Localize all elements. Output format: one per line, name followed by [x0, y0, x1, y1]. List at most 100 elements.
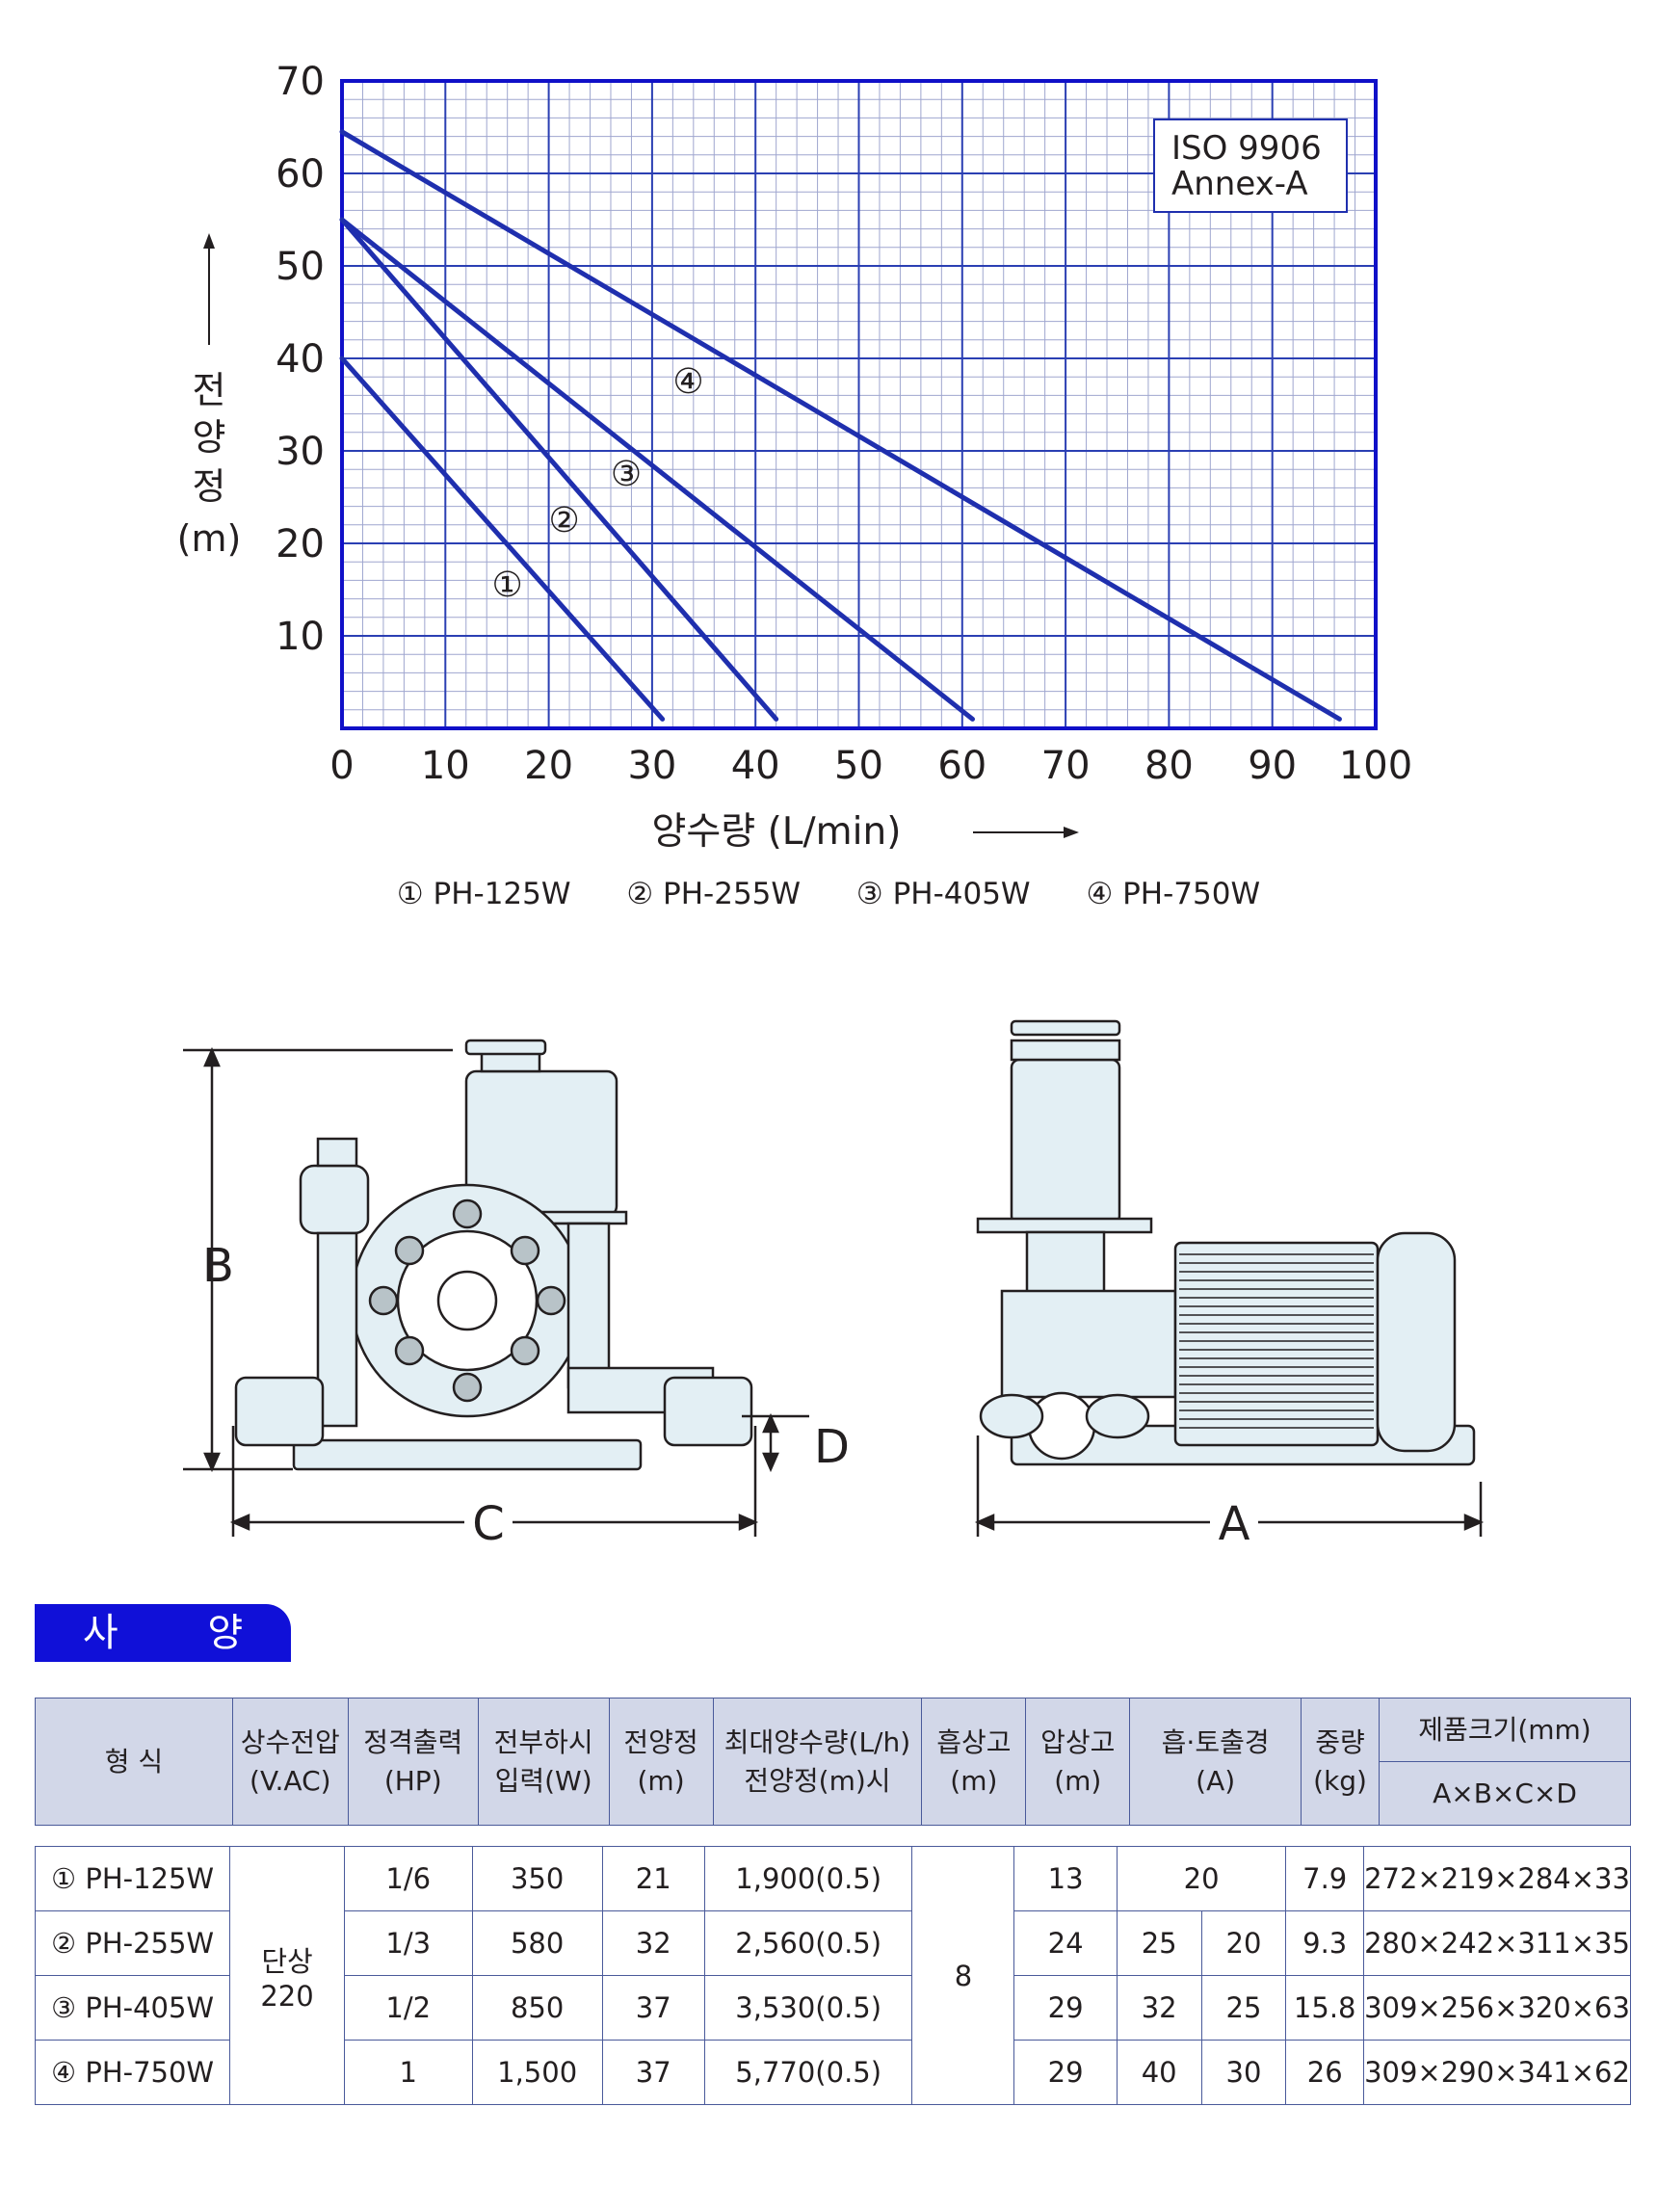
- cell-suction: 8: [911, 1846, 1015, 2105]
- cell-hp: 1/6: [343, 1846, 473, 1911]
- cell-pressure: 13: [1013, 1846, 1118, 1911]
- series-marker-label: ④: [672, 362, 703, 402]
- cell-port-in: 40: [1116, 2040, 1202, 2105]
- header-suction: 흡상고(m): [921, 1698, 1027, 1826]
- cell-size: 309×290×341×62: [1363, 2040, 1631, 2105]
- table-row: ③ PH-405W 1/2 850 37 3,530(0.5) 29 32 25…: [34, 1975, 1631, 2041]
- cell-size: 309×256×320×63: [1363, 1975, 1631, 2041]
- dimension-drawings: B C D A: [183, 1019, 1485, 1551]
- cell-head: 37: [601, 2040, 705, 2105]
- cell-model: ③ PH-405W: [34, 1975, 231, 2041]
- front-view-drawing: [234, 1039, 753, 1471]
- cell-port-in: 25: [1116, 1910, 1202, 1976]
- header-size: 제품크기(mm): [1379, 1698, 1631, 1762]
- cell-flow: 2,560(0.5): [703, 1910, 913, 1976]
- dim-label-d: D: [814, 1420, 850, 1474]
- y-tick-label: 10: [276, 615, 325, 659]
- cell-weight: 15.8: [1285, 1975, 1365, 2041]
- legend-item: ① PH-125W: [396, 877, 571, 911]
- y-tick-label: 70: [276, 60, 325, 104]
- cell-hp: 1/2: [343, 1975, 473, 2041]
- x-tick-label: 90: [1248, 744, 1297, 788]
- motor-fins: [1179, 1253, 1374, 1429]
- table-row: ② PH-255W 1/3 580 32 2,560(0.5) 24 25 20…: [34, 1910, 1631, 1976]
- cell-head: 32: [601, 1910, 705, 1976]
- cell-hp: 1/3: [343, 1910, 473, 1976]
- series-line: [339, 356, 666, 722]
- cell-size: 280×242×311×35: [1363, 1910, 1631, 1976]
- cell-flow: 3,530(0.5): [703, 1975, 913, 2041]
- x-label-text: 양수량 (L/min): [652, 810, 902, 854]
- x-tick-label: 100: [1339, 744, 1412, 788]
- cell-port-out: 30: [1200, 2040, 1287, 2105]
- series-line: [339, 217, 779, 722]
- header-pressure: 압상고(m): [1025, 1698, 1131, 1826]
- y-tick-label: 50: [276, 245, 325, 289]
- cell-input: 850: [471, 1975, 603, 2041]
- iso-annotation: ISO 9906 Annex-A: [1153, 118, 1348, 213]
- iso-line-2: Annex-A: [1171, 165, 1308, 203]
- legend-item: ② PH-255W: [626, 877, 802, 911]
- series-lines: [339, 129, 1342, 722]
- x-tick-label: 60: [937, 744, 986, 788]
- cell-weight: 9.3: [1285, 1910, 1365, 1976]
- spec-section-title: 사 양: [35, 1604, 291, 1662]
- cell-pressure: 29: [1013, 1975, 1118, 2041]
- dimension-lines: [183, 1046, 1485, 1537]
- chart-legend: ① PH-125W ② PH-255W ③ PH-405W ④ PH-750W: [0, 877, 1657, 911]
- cell-model: ④ PH-750W: [34, 2040, 231, 2105]
- x-axis-label: 양수량 (L/min): [652, 810, 1079, 854]
- header-output: 정격출력(HP): [347, 1698, 479, 1826]
- y-tick-label: 30: [276, 430, 325, 474]
- y-tick-label: 60: [276, 152, 325, 197]
- dim-label-c: C: [472, 1497, 505, 1551]
- cell-pressure: 29: [1013, 2040, 1118, 2105]
- series-marker-label: ①: [492, 566, 523, 605]
- dim-label-b: B: [202, 1239, 234, 1293]
- legend-item: ③ PH-405W: [855, 877, 1031, 911]
- series-marker-label: ②: [549, 501, 580, 540]
- cell-input: 350: [471, 1846, 603, 1911]
- plot-frame: [340, 79, 1378, 730]
- x-tick-label: 70: [1041, 744, 1091, 788]
- cell-size: 272×219×284×33: [1363, 1846, 1631, 1911]
- dim-label-a: A: [1219, 1497, 1250, 1551]
- cell-head: 37: [601, 1975, 705, 2041]
- x-arrow-icon: [1064, 827, 1079, 838]
- cell-model: ① PH-125W: [34, 1846, 231, 1911]
- y-label-char-1: 전: [193, 369, 226, 411]
- header-model: 형 식: [35, 1698, 233, 1826]
- header-weight: 중량(kg): [1301, 1698, 1381, 1826]
- table-row: ④ PH-750W 1 1,500 37 5,770(0.5) 29 40 30…: [34, 2040, 1631, 2105]
- x-tick-label: 40: [731, 744, 780, 788]
- header-maxflow: 최대양수량(L/h)전양정(m)시: [712, 1698, 923, 1826]
- header-head: 전양정(m): [608, 1698, 714, 1826]
- series-line: [339, 129, 1342, 722]
- legend-item: ④ PH-750W: [1086, 877, 1261, 911]
- cell-flow: 5,770(0.5): [703, 2040, 913, 2105]
- cell-model: ② PH-255W: [34, 1910, 231, 1976]
- y-tick-label: 40: [276, 337, 325, 382]
- y-label-char-3: 정: [193, 465, 226, 508]
- iso-line-1: ISO 9906: [1171, 129, 1322, 168]
- x-tick-label: 80: [1144, 744, 1194, 788]
- y-tick-label: 20: [276, 522, 325, 566]
- cell-head: 21: [601, 1846, 705, 1911]
- cell-weight: 26: [1285, 2040, 1365, 2105]
- series-line: [339, 217, 976, 722]
- cell-port-out: 25: [1200, 1975, 1287, 2041]
- y-label-char-2: 양: [193, 416, 226, 459]
- y-axis-label: 전 양 정 (m): [177, 233, 241, 560]
- y-arrow-icon: [203, 233, 215, 249]
- cell-port: 20: [1116, 1846, 1287, 1911]
- header-voltage: 상수전압(V.AC): [231, 1698, 349, 1826]
- y-tick-labels: 70 60 50 40 30 20 10: [276, 60, 325, 659]
- x-tick-label: 10: [421, 744, 470, 788]
